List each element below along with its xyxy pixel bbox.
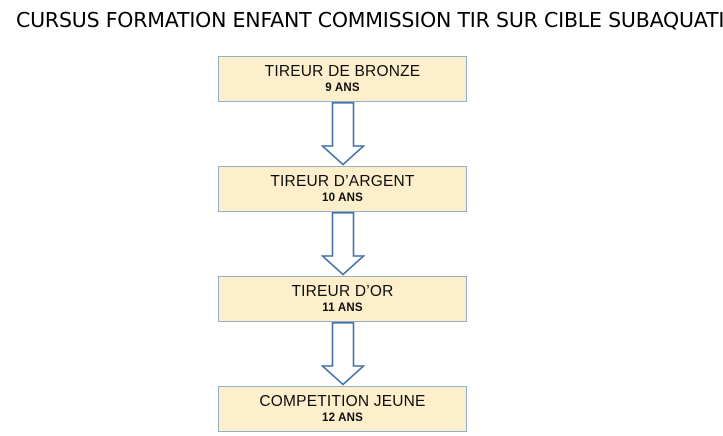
flow-step-age: 11 ANS: [322, 302, 363, 314]
flow-step-box[interactable]: TIREUR D’ARGENT 10 ANS: [218, 166, 467, 212]
flow-step-age: 12 ANS: [321, 412, 364, 424]
arrow-down-icon: [320, 102, 366, 166]
flow-step-label: TIREUR D’OR: [291, 283, 394, 300]
page-title: CURSUS FORMATION ENFANT COMMISSION TIR S…: [16, 8, 723, 32]
flow-step-label: COMPETITION JEUNE: [259, 393, 426, 410]
arrow-down-icon: [320, 212, 366, 276]
arrow-down-icon: [320, 322, 366, 386]
flow-step-label: TIREUR D’ARGENT: [270, 173, 415, 190]
flow-step-label: TIREUR DE BRONZE: [264, 63, 421, 80]
flow-step-age: 10 ANS: [321, 192, 364, 204]
flow-step-box[interactable]: COMPETITION JEUNE 12 ANS: [218, 386, 467, 432]
flow-step-age: 9 ANS: [325, 82, 360, 94]
flow-step-box[interactable]: TIREUR DE BRONZE 9 ANS: [218, 56, 467, 102]
flow-step-box[interactable]: TIREUR D’OR 11 ANS: [218, 276, 467, 322]
